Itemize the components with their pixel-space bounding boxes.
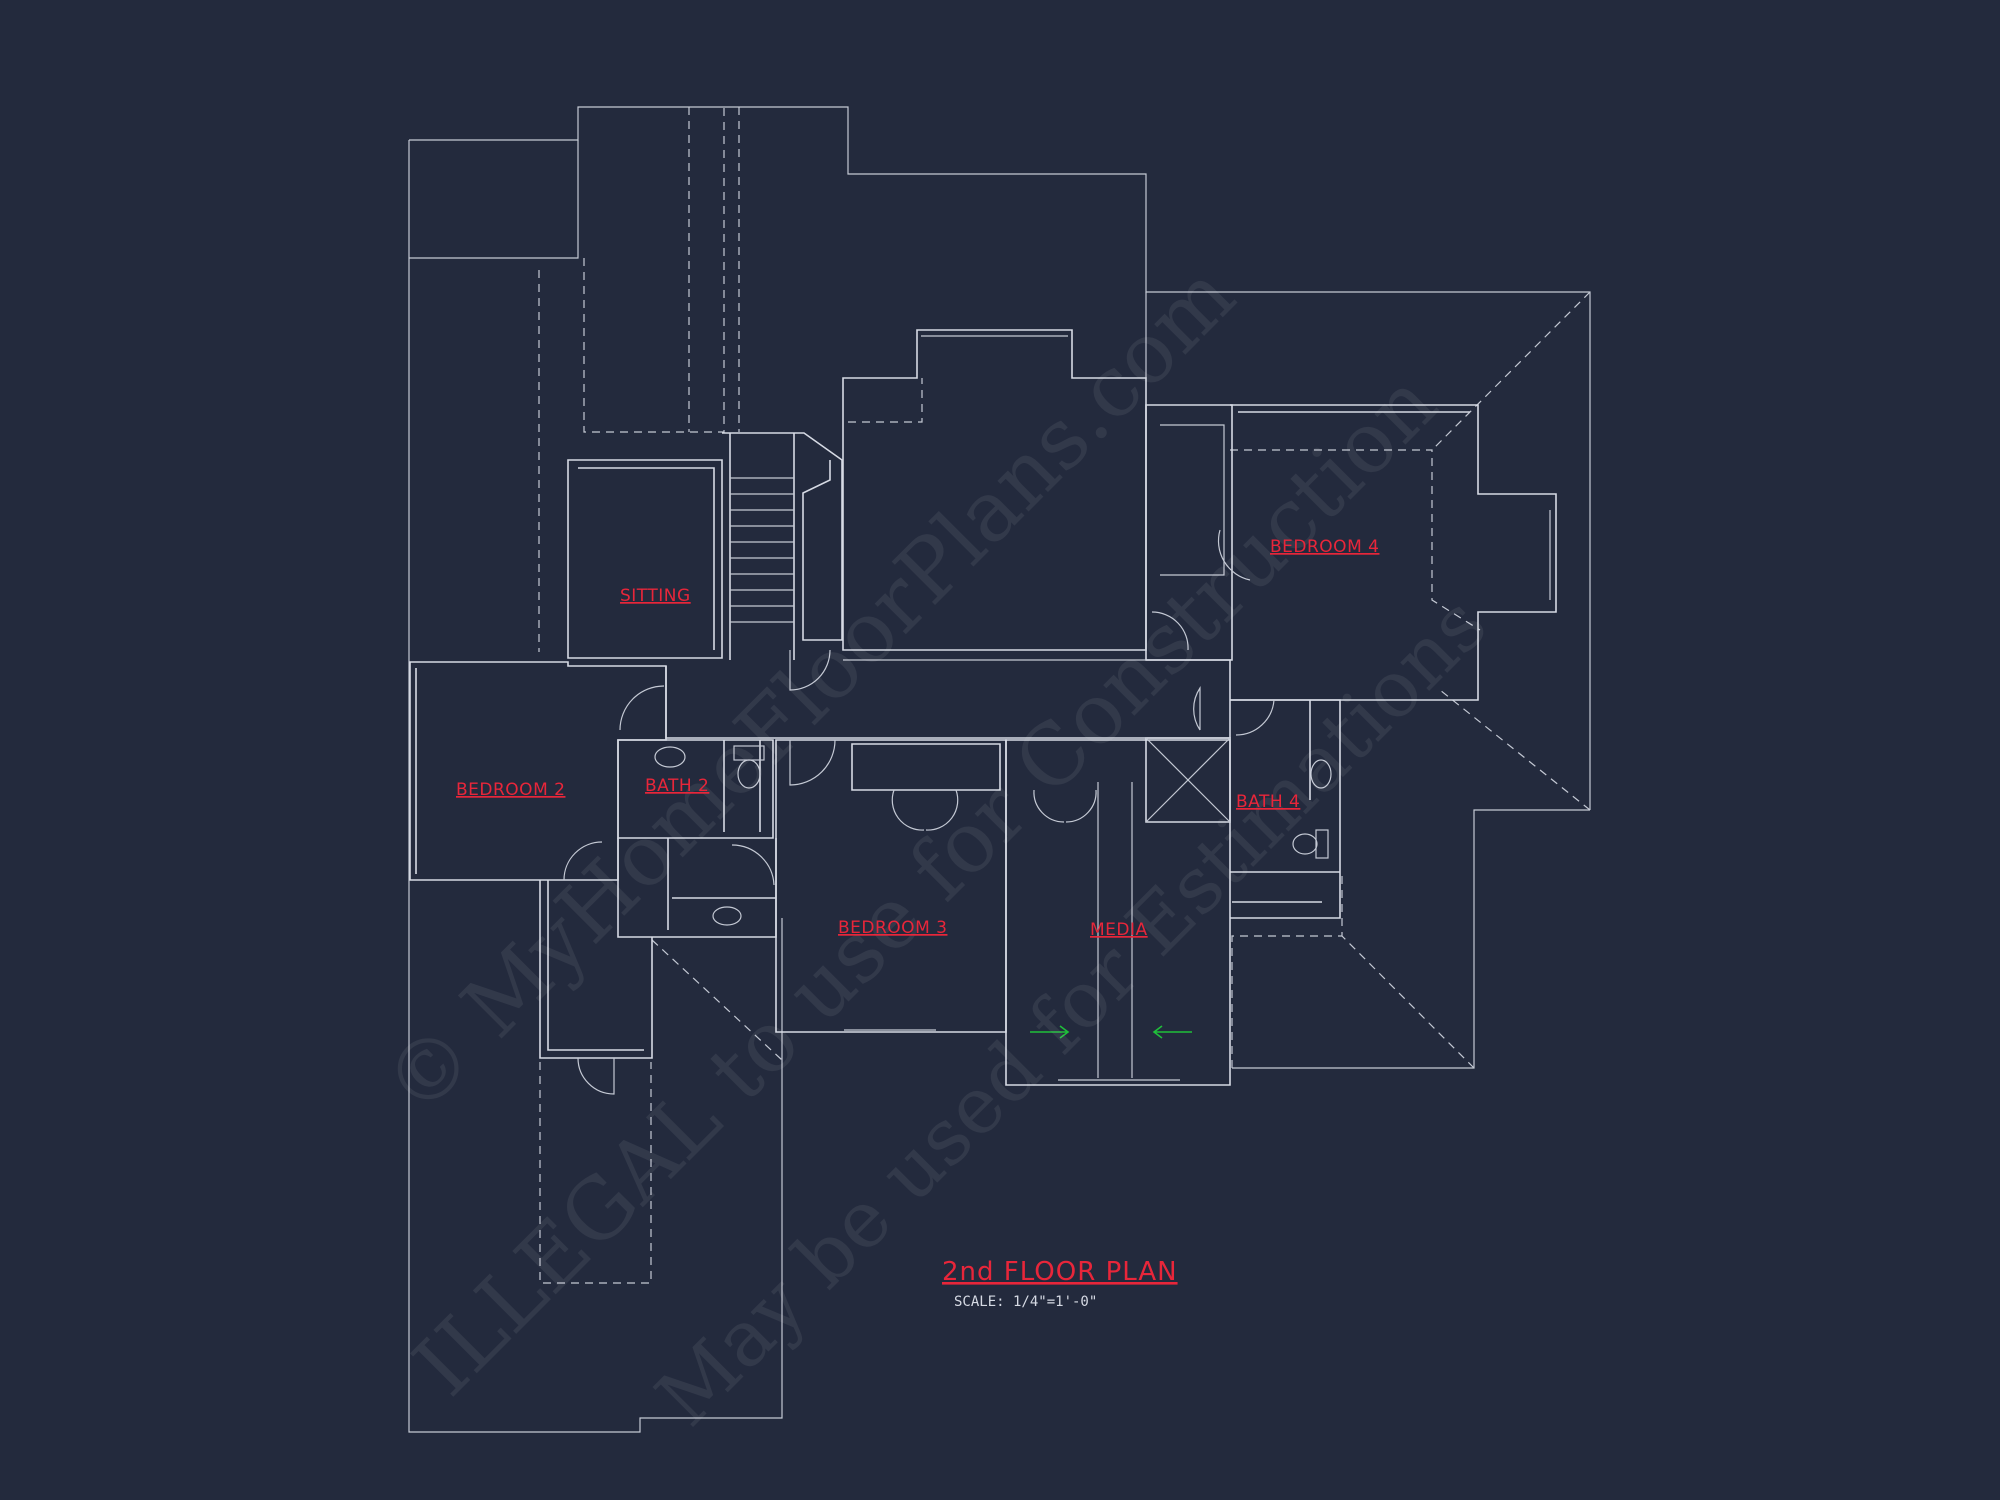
room-labels: SITTING BEDROOM 2 BATH 2 BEDROOM 3 MEDIA…	[456, 537, 1379, 940]
label-bath-2: BATH 2	[645, 776, 709, 796]
roof-hip-lines	[538, 107, 1591, 1284]
title-block: 2nd FLOOR PLAN SCALE: 1/4"=1'-0"	[942, 1257, 1178, 1310]
label-sitting: SITTING	[620, 586, 691, 606]
label-media: MEDIA	[1090, 920, 1148, 940]
label-bedroom-4: BEDROOM 4	[1270, 537, 1379, 557]
label-bedroom-2: BEDROOM 2	[456, 780, 565, 800]
label-bedroom-3: BEDROOM 3	[838, 918, 947, 938]
flow-arrows	[1030, 1025, 1192, 1039]
walls	[409, 329, 1557, 1086]
plan-scale: SCALE: 1/4"=1'-0"	[954, 1294, 1097, 1310]
roof-outline	[408, 106, 1591, 1433]
stair-treads	[730, 477, 794, 623]
label-bath-4: BATH 4	[1236, 792, 1300, 812]
plan-title: 2nd FLOOR PLAN	[942, 1257, 1178, 1287]
door-swings	[563, 529, 1275, 1095]
watermark: © MyHomeFloorPlans.com ILLEGAL to use fo…	[365, 246, 1504, 1444]
